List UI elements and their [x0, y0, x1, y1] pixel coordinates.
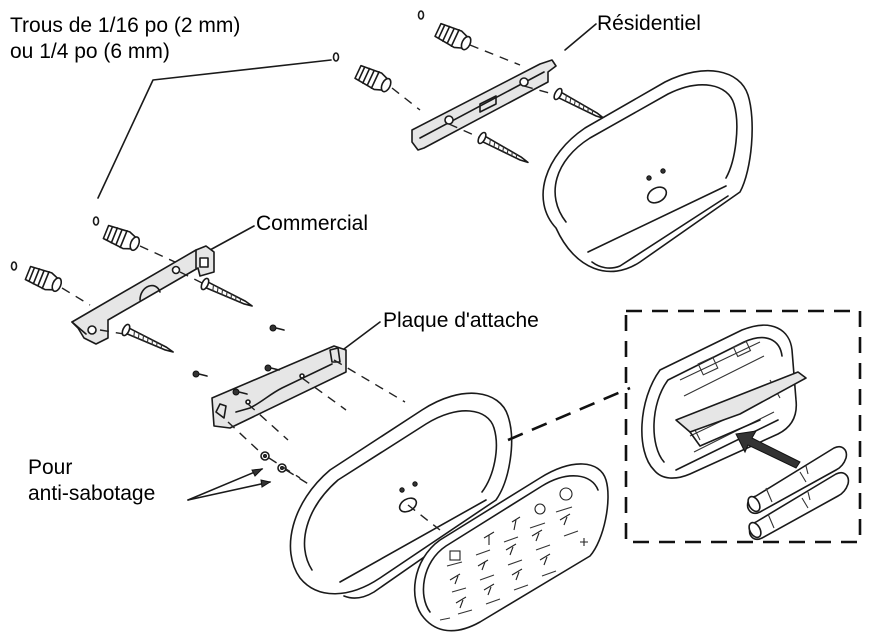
residential-bracket	[353, 21, 608, 169]
leader-lines	[97, 23, 597, 501]
battery-2	[748, 471, 850, 541]
drill-holes	[10, 10, 425, 271]
commercial-bracket	[23, 222, 256, 359]
residential-label: Résidentiel	[597, 12, 701, 35]
keypad-icons	[439, 487, 588, 621]
inset-connector	[507, 386, 631, 442]
residential-remote-housing	[542, 69, 753, 273]
mounting-plate-label: Plaque d'attache	[383, 309, 539, 332]
battery-1	[746, 445, 848, 515]
mounting-plate	[192, 324, 406, 453]
keypad-front	[407, 463, 609, 632]
tamper-label-line2: anti-sabotage	[28, 482, 155, 505]
commercial-label: Commercial	[256, 212, 368, 235]
commercial-remote-housing	[289, 392, 513, 599]
battery-inset	[641, 324, 850, 541]
tamper-label-line1: Pour	[28, 456, 72, 479]
tamper-screws	[260, 451, 319, 491]
holes-label-line1: Trous de 1/16 po (2 mm)	[10, 14, 240, 37]
battery-inset-frame	[624, 309, 862, 544]
holes-label-line2: ou 1/4 po (6 mm)	[10, 40, 170, 63]
